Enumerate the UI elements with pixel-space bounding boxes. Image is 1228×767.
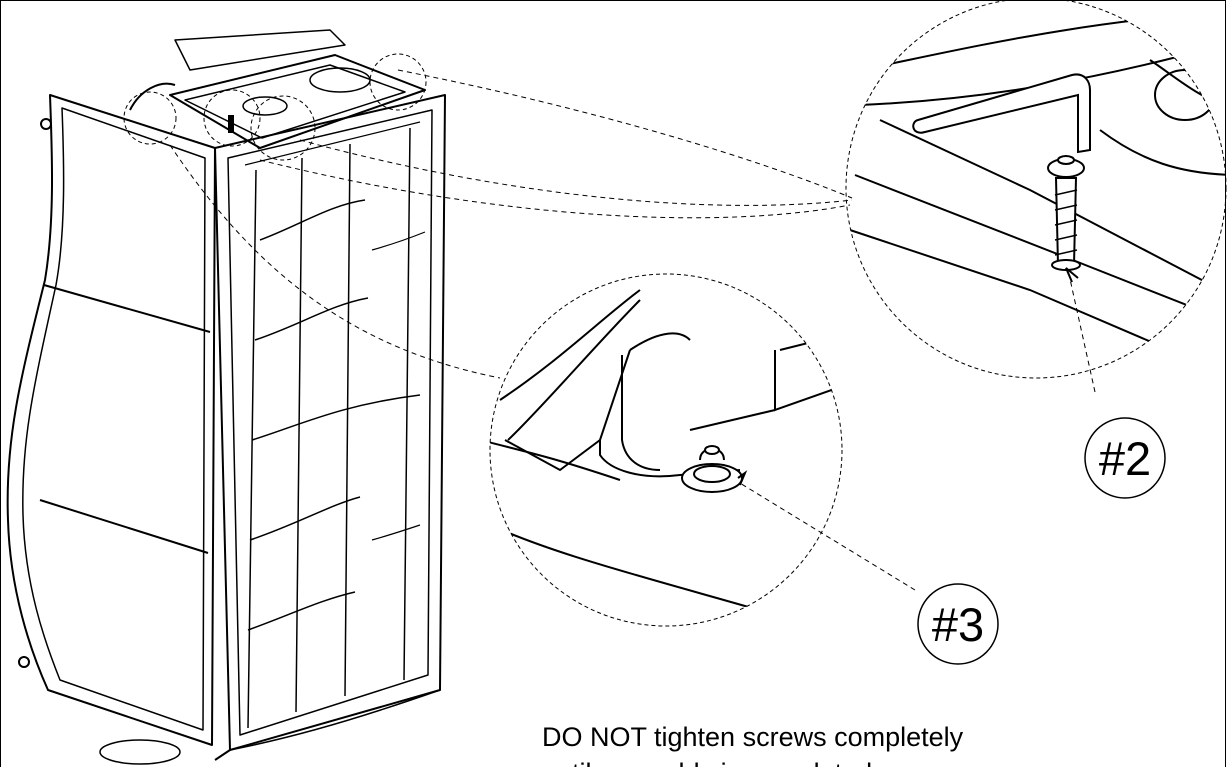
allen-key	[912, 73, 1091, 154]
detail-view-screw-3	[489, 273, 843, 627]
callout-2-circle	[1084, 417, 1166, 499]
leader-lines	[169, 69, 1096, 591]
callout-2-label: #2	[1099, 432, 1151, 485]
top-mount-plate	[169, 54, 426, 149]
callout-3-circle	[917, 583, 999, 665]
callout-2: #2	[1084, 417, 1166, 499]
speaker-cabinet	[6, 29, 446, 765]
callout-3: #3	[917, 583, 999, 665]
instruction-note: DO NOT tighten screws completely until a…	[542, 722, 964, 767]
callout-3-label: #3	[932, 598, 984, 651]
detail-view-screw-2	[845, 0, 1227, 379]
detail-markers	[123, 53, 427, 161]
cabinet-side-panel	[6, 94, 216, 746]
